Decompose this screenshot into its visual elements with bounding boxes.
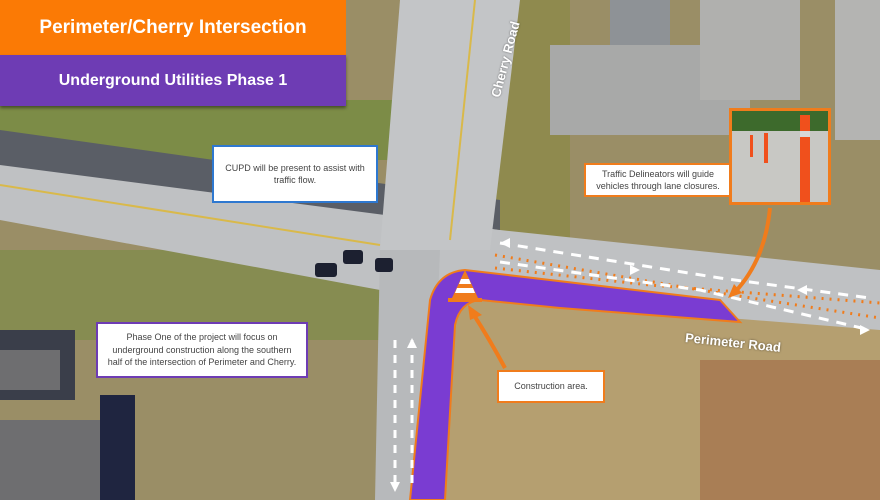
delineator-photo [729, 108, 831, 205]
construction-area-callout: Construction area. [497, 370, 605, 403]
page-subtitle: Underground Utilities Phase 1 [0, 55, 346, 106]
cupd-callout: CUPD will be present to assist with traf… [212, 145, 378, 203]
traffic-cone-icon [448, 270, 482, 302]
phase-one-callout: Phase One of the project will focus on u… [96, 322, 308, 378]
delineators-callout: Traffic Delineators will guide vehicles … [584, 163, 732, 197]
page-title: Perimeter/Cherry Intersection [0, 0, 346, 55]
delineator-post-icon [800, 115, 810, 202]
